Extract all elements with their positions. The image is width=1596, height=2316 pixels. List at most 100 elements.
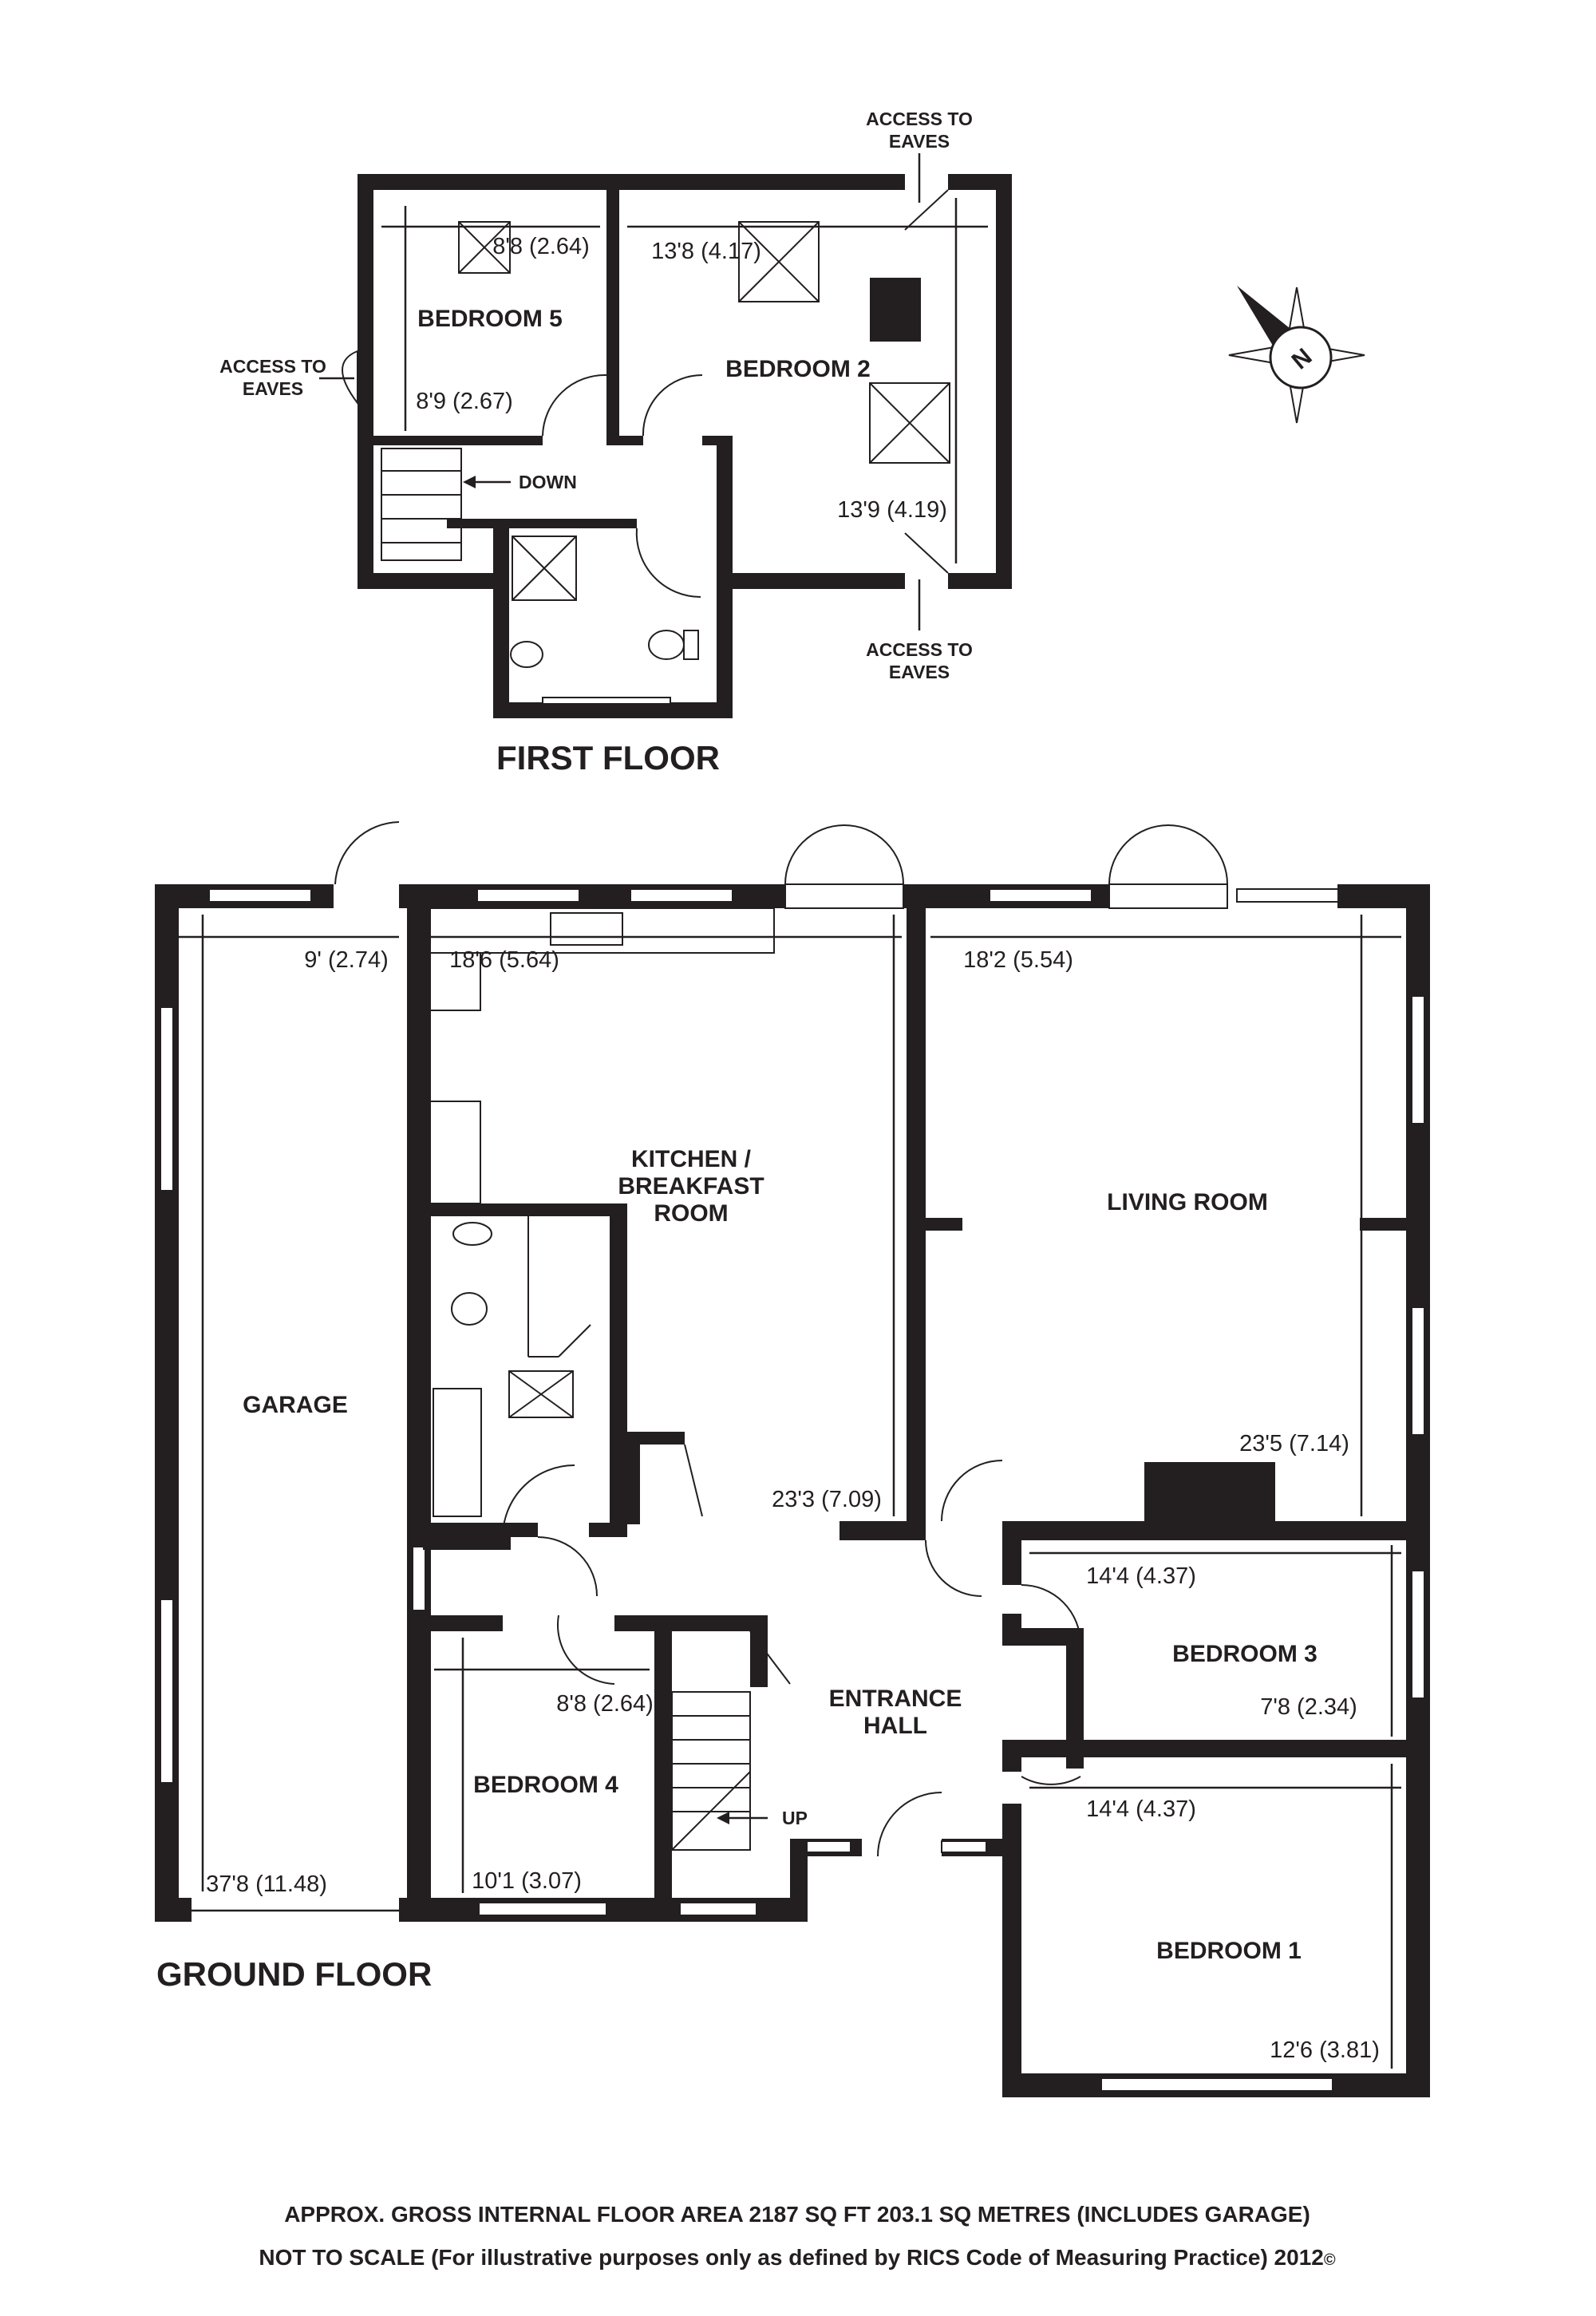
fireplace bbox=[1144, 1462, 1275, 1523]
door-swing bbox=[1021, 1584, 1081, 1645]
wall bbox=[606, 436, 643, 445]
room-label-bedroom-4: BEDROOM 4 bbox=[473, 1772, 618, 1798]
dimension-text: 23'5 (7.14) bbox=[1239, 1431, 1349, 1456]
eaves-label: EAVES bbox=[889, 662, 950, 682]
down-arrow-head bbox=[463, 476, 476, 488]
door-swing bbox=[1167, 824, 1228, 885]
dimension-text: 12'6 (3.81) bbox=[1270, 2037, 1380, 2063]
eaves-door bbox=[904, 532, 949, 574]
window bbox=[679, 1902, 757, 1916]
wall bbox=[423, 1615, 503, 1631]
window bbox=[208, 888, 312, 903]
wall bbox=[907, 884, 926, 1540]
eaves-label: ACCESS TO bbox=[866, 639, 973, 660]
up-arrow-head bbox=[717, 1812, 729, 1824]
wall bbox=[358, 174, 905, 190]
skylight bbox=[738, 221, 820, 302]
room-label-entrance-hall: HALL bbox=[863, 1713, 927, 1739]
dimension-text: 13'8 (4.17) bbox=[651, 239, 761, 264]
cupboard-door bbox=[684, 1444, 703, 1517]
room-label-garage: GARAGE bbox=[243, 1392, 348, 1418]
front-door-swing bbox=[877, 1792, 942, 1857]
window bbox=[160, 1599, 174, 1784]
dimension-text: 10'1 (3.07) bbox=[472, 1868, 582, 1894]
window bbox=[941, 1840, 987, 1853]
door-swing bbox=[502, 1464, 575, 1538]
window bbox=[989, 888, 1092, 903]
basin-icon bbox=[452, 1222, 492, 1246]
wall bbox=[407, 884, 431, 1922]
shower-tray bbox=[512, 536, 577, 601]
wall bbox=[423, 1523, 538, 1537]
window bbox=[478, 1902, 607, 1916]
dimension-text: 9' (2.74) bbox=[304, 947, 388, 973]
window bbox=[1411, 1570, 1425, 1699]
window bbox=[630, 888, 733, 903]
door-swing bbox=[558, 1324, 591, 1358]
door-swing bbox=[334, 821, 400, 885]
door-swing bbox=[635, 528, 701, 599]
room-label-bedroom-3: BEDROOM 3 bbox=[1172, 1641, 1317, 1667]
door-swing bbox=[925, 1539, 982, 1597]
eaves-door bbox=[904, 189, 949, 231]
dimension-text: 8'8 (2.64) bbox=[556, 1691, 654, 1717]
wall bbox=[996, 174, 1012, 589]
toilet-icon bbox=[648, 630, 685, 660]
wall bbox=[654, 1615, 672, 1922]
dimension-text: 7'8 (2.34) bbox=[1260, 1694, 1357, 1720]
room-label-kitchen: KITCHEN / bbox=[631, 1146, 752, 1172]
wall bbox=[1066, 1628, 1084, 1769]
wall bbox=[606, 190, 619, 445]
room-label-bedroom-1: BEDROOM 1 bbox=[1156, 1938, 1302, 1964]
up-label: UP bbox=[782, 1808, 808, 1828]
wall bbox=[717, 527, 733, 718]
door-swing bbox=[843, 824, 904, 885]
wall bbox=[1002, 1740, 1021, 1772]
worktop bbox=[422, 907, 775, 954]
wall bbox=[926, 1218, 962, 1231]
shower-tray bbox=[508, 1370, 574, 1418]
wall bbox=[750, 1615, 768, 1687]
window bbox=[1411, 1306, 1425, 1436]
eaves-label: EAVES bbox=[889, 131, 950, 152]
eaves-door bbox=[342, 350, 358, 405]
wall bbox=[358, 573, 493, 589]
eaves-label: ACCESS TO bbox=[866, 109, 973, 129]
window bbox=[1100, 2077, 1333, 2092]
window bbox=[412, 1546, 426, 1611]
dimension-text: 8'8 (2.64) bbox=[492, 234, 590, 259]
floor-title-ground: GROUND FLOOR bbox=[156, 1955, 432, 1993]
worktop bbox=[422, 952, 481, 1011]
door-swing bbox=[1108, 824, 1169, 885]
wall bbox=[423, 1203, 622, 1216]
french-door bbox=[1108, 883, 1228, 909]
room-label-entrance-hall: ENTRANCE bbox=[829, 1686, 962, 1712]
wall bbox=[493, 519, 503, 583]
stairs bbox=[671, 1691, 751, 1851]
door-swing bbox=[542, 373, 607, 437]
wall bbox=[1002, 1521, 1021, 1585]
skylight bbox=[869, 382, 950, 464]
window bbox=[805, 1840, 851, 1853]
dimension-text: 23'3 (7.09) bbox=[772, 1487, 882, 1512]
disclaimer-text: NOT TO SCALE (For illustrative purposes … bbox=[259, 2245, 1323, 2270]
dimension-text: 37'8 (11.48) bbox=[206, 1871, 327, 1897]
stairs bbox=[381, 448, 462, 561]
window bbox=[160, 1006, 174, 1192]
dimension-text: 18'2 (5.54) bbox=[963, 947, 1073, 973]
french-door bbox=[784, 883, 904, 909]
wall bbox=[948, 573, 1012, 589]
down-label: DOWN bbox=[519, 472, 577, 492]
dimension-text: 13'9 (4.19) bbox=[837, 497, 947, 523]
wall bbox=[1002, 1521, 1430, 1540]
skylight bbox=[458, 221, 511, 274]
door-swing bbox=[749, 1630, 791, 1685]
door-swing bbox=[1021, 1776, 1081, 1785]
dimension-text: 8'9 (2.67) bbox=[416, 389, 513, 414]
room-label-living-room: LIVING ROOM bbox=[1107, 1189, 1268, 1215]
floor-area-note: APPROX. GROSS INTERNAL FLOOR AREA 2187 S… bbox=[284, 2202, 1310, 2227]
chimney bbox=[870, 278, 921, 342]
toilet-icon bbox=[451, 1292, 488, 1326]
wall bbox=[1010, 1740, 1430, 1757]
